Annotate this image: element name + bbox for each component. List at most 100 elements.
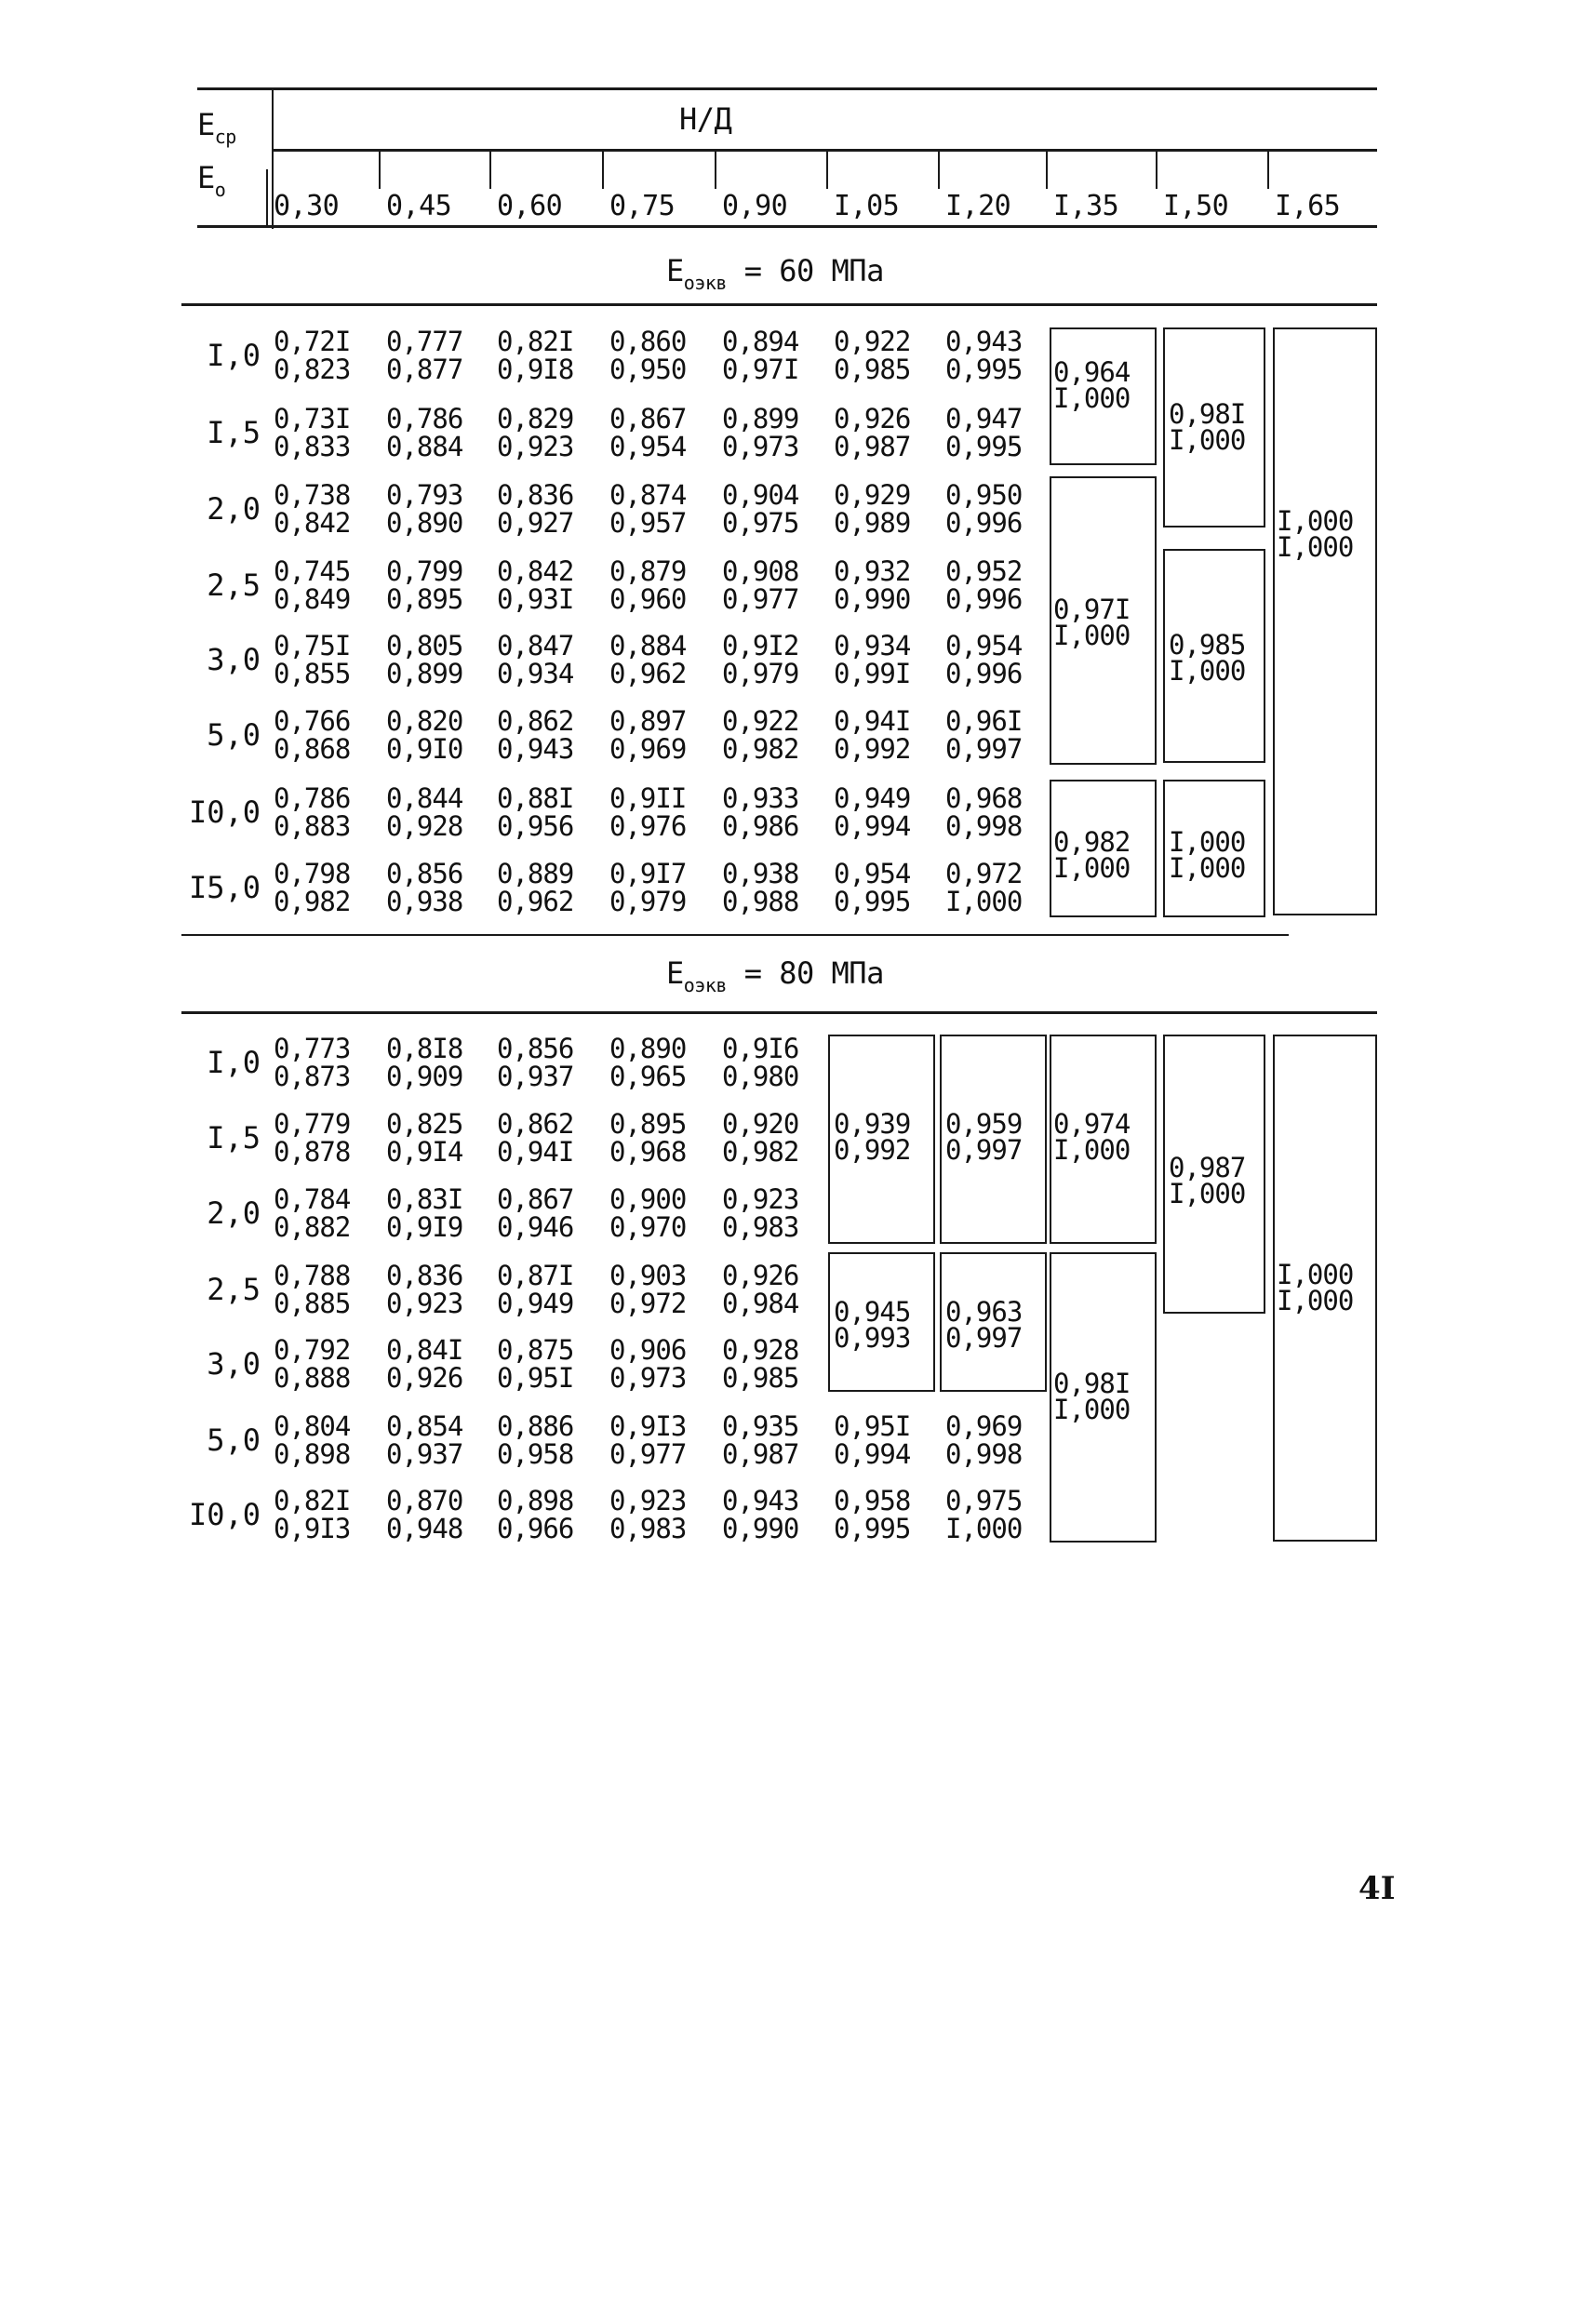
table-cell: 0,883 [274,810,351,842]
table-cell: 0,969 [945,1410,1023,1442]
table-cell: 0,962 [609,658,687,689]
column-header: I,05 [834,190,900,222]
table-cell: 0,855 [274,658,351,689]
table-cell: 0,996 [945,507,1023,539]
merged-cell-value: 0,992 [834,1134,911,1166]
merged-cell-box [828,1035,935,1244]
column-header: 0,30 [274,190,340,222]
table-cell: 0,788 [274,1260,351,1291]
table-cell: 0,823 [274,354,351,385]
column-tick [379,152,381,189]
table-cell: 0,990 [722,1513,799,1544]
table-cell: 0,786 [274,782,351,814]
table-cell: 0,995 [945,431,1023,462]
table-cell: 0,943 [497,733,574,765]
table-cell: 0,9II [609,782,687,814]
table-cell: 0,884 [609,630,687,661]
table-cell: 0,886 [497,1410,574,1442]
table-cell: 0,94I [834,705,911,737]
table-cell: 0,856 [386,858,463,889]
section1-title: Eоэкв = 60 МПа [666,253,884,294]
table-cell: 0,829 [497,403,574,434]
table-cell: 0,9I8 [497,354,574,385]
merged-cell-value: I,000 [1053,852,1131,884]
merged-cell-value: 0,993 [834,1322,911,1354]
table-cell: 0,920 [722,1108,799,1140]
column-header: I,35 [1053,190,1119,222]
table-cell: 0,947 [945,403,1023,434]
table-cell: 0,954 [945,630,1023,661]
table-cell: 0,904 [722,479,799,511]
table-cell: 0,949 [497,1288,574,1319]
table-cell: 0,99I [834,658,911,689]
merged-cell-value: 0,97I [1053,594,1131,625]
table-cell: 0,894 [722,326,799,357]
header-bottom-rule [197,225,1377,228]
table-cell: 0,856 [497,1033,574,1064]
merged-cell-value: 0,98I [1053,1368,1131,1399]
section1-rule [181,303,1377,306]
table-cell: 0,906 [609,1334,687,1366]
merged-cell-value: 0,997 [945,1134,1023,1166]
column-tick [1267,152,1269,189]
table-cell: 0,885 [274,1288,351,1319]
table-cell: 0,922 [834,326,911,357]
merged-cell-value: I,000 [1169,424,1246,456]
header-mid-rule [272,149,1377,152]
table-cell: 0,9I2 [722,630,799,661]
table-cell: 0,97I [722,354,799,385]
table-cell: 0,862 [497,705,574,737]
merged-cell-value: 0,987 [1169,1152,1246,1183]
row-label: I0,0 [188,1497,261,1532]
table-cell: 0,943 [722,1485,799,1516]
table-cell: 0,96I [945,705,1023,737]
table-cell: 0,948 [386,1513,463,1544]
table-cell: 0,862 [497,1108,574,1140]
table-cell: 0,927 [497,507,574,539]
table-cell: 0,784 [274,1183,351,1215]
table-cell: 0,996 [945,583,1023,615]
table-cell: 0,83I [386,1183,463,1215]
column-tick [489,152,491,189]
table-cell: 0,842 [274,507,351,539]
table-cell: 0,766 [274,705,351,737]
merged-cell-box [940,1035,1047,1244]
table-cell: 0,972 [609,1288,687,1319]
row-label: 2,0 [207,491,261,527]
table-cell: 0,984 [722,1288,799,1319]
table-cell: 0,946 [497,1211,574,1243]
table-cell: 0,954 [609,431,687,462]
table-cell: 0,969 [609,733,687,765]
table-cell: 0,899 [386,658,463,689]
row-label: 5,0 [207,717,261,753]
column-tick [938,152,940,189]
table-cell: 0,979 [722,658,799,689]
table-cell: 0,934 [497,658,574,689]
merged-cell-value: 0,959 [945,1108,1023,1140]
table-cell: 0,84I [386,1334,463,1366]
table-cell: 0,908 [722,555,799,587]
row-label: 3,0 [207,642,261,677]
section2-rule [181,1011,1377,1014]
table-cell: 0,938 [722,858,799,889]
table-cell: 0,879 [609,555,687,587]
table-cell: 0,954 [834,858,911,889]
table-cell: 0,979 [609,886,687,917]
header-vertical-divider [272,87,274,229]
merged-cell-value: 0,945 [834,1296,911,1328]
table-cell: 0,745 [274,555,351,587]
merged-cell-box [1163,549,1265,763]
table-cell: 0,966 [497,1513,574,1544]
e0-label: Eо [197,160,226,201]
table-cell: 0,950 [945,479,1023,511]
table-cell: 0,844 [386,782,463,814]
table-cell: 0,898 [274,1438,351,1470]
merged-cell-value: I,000 [1053,382,1131,414]
table-cell: 0,799 [386,555,463,587]
table-cell: 0,937 [497,1061,574,1092]
table-cell: 0,975 [722,507,799,539]
table-cell: 0,975 [945,1485,1023,1516]
merged-cell-value: 0,974 [1053,1108,1131,1140]
merged-cell-box [1050,1035,1157,1244]
table-cell: 0,998 [945,1438,1023,1470]
